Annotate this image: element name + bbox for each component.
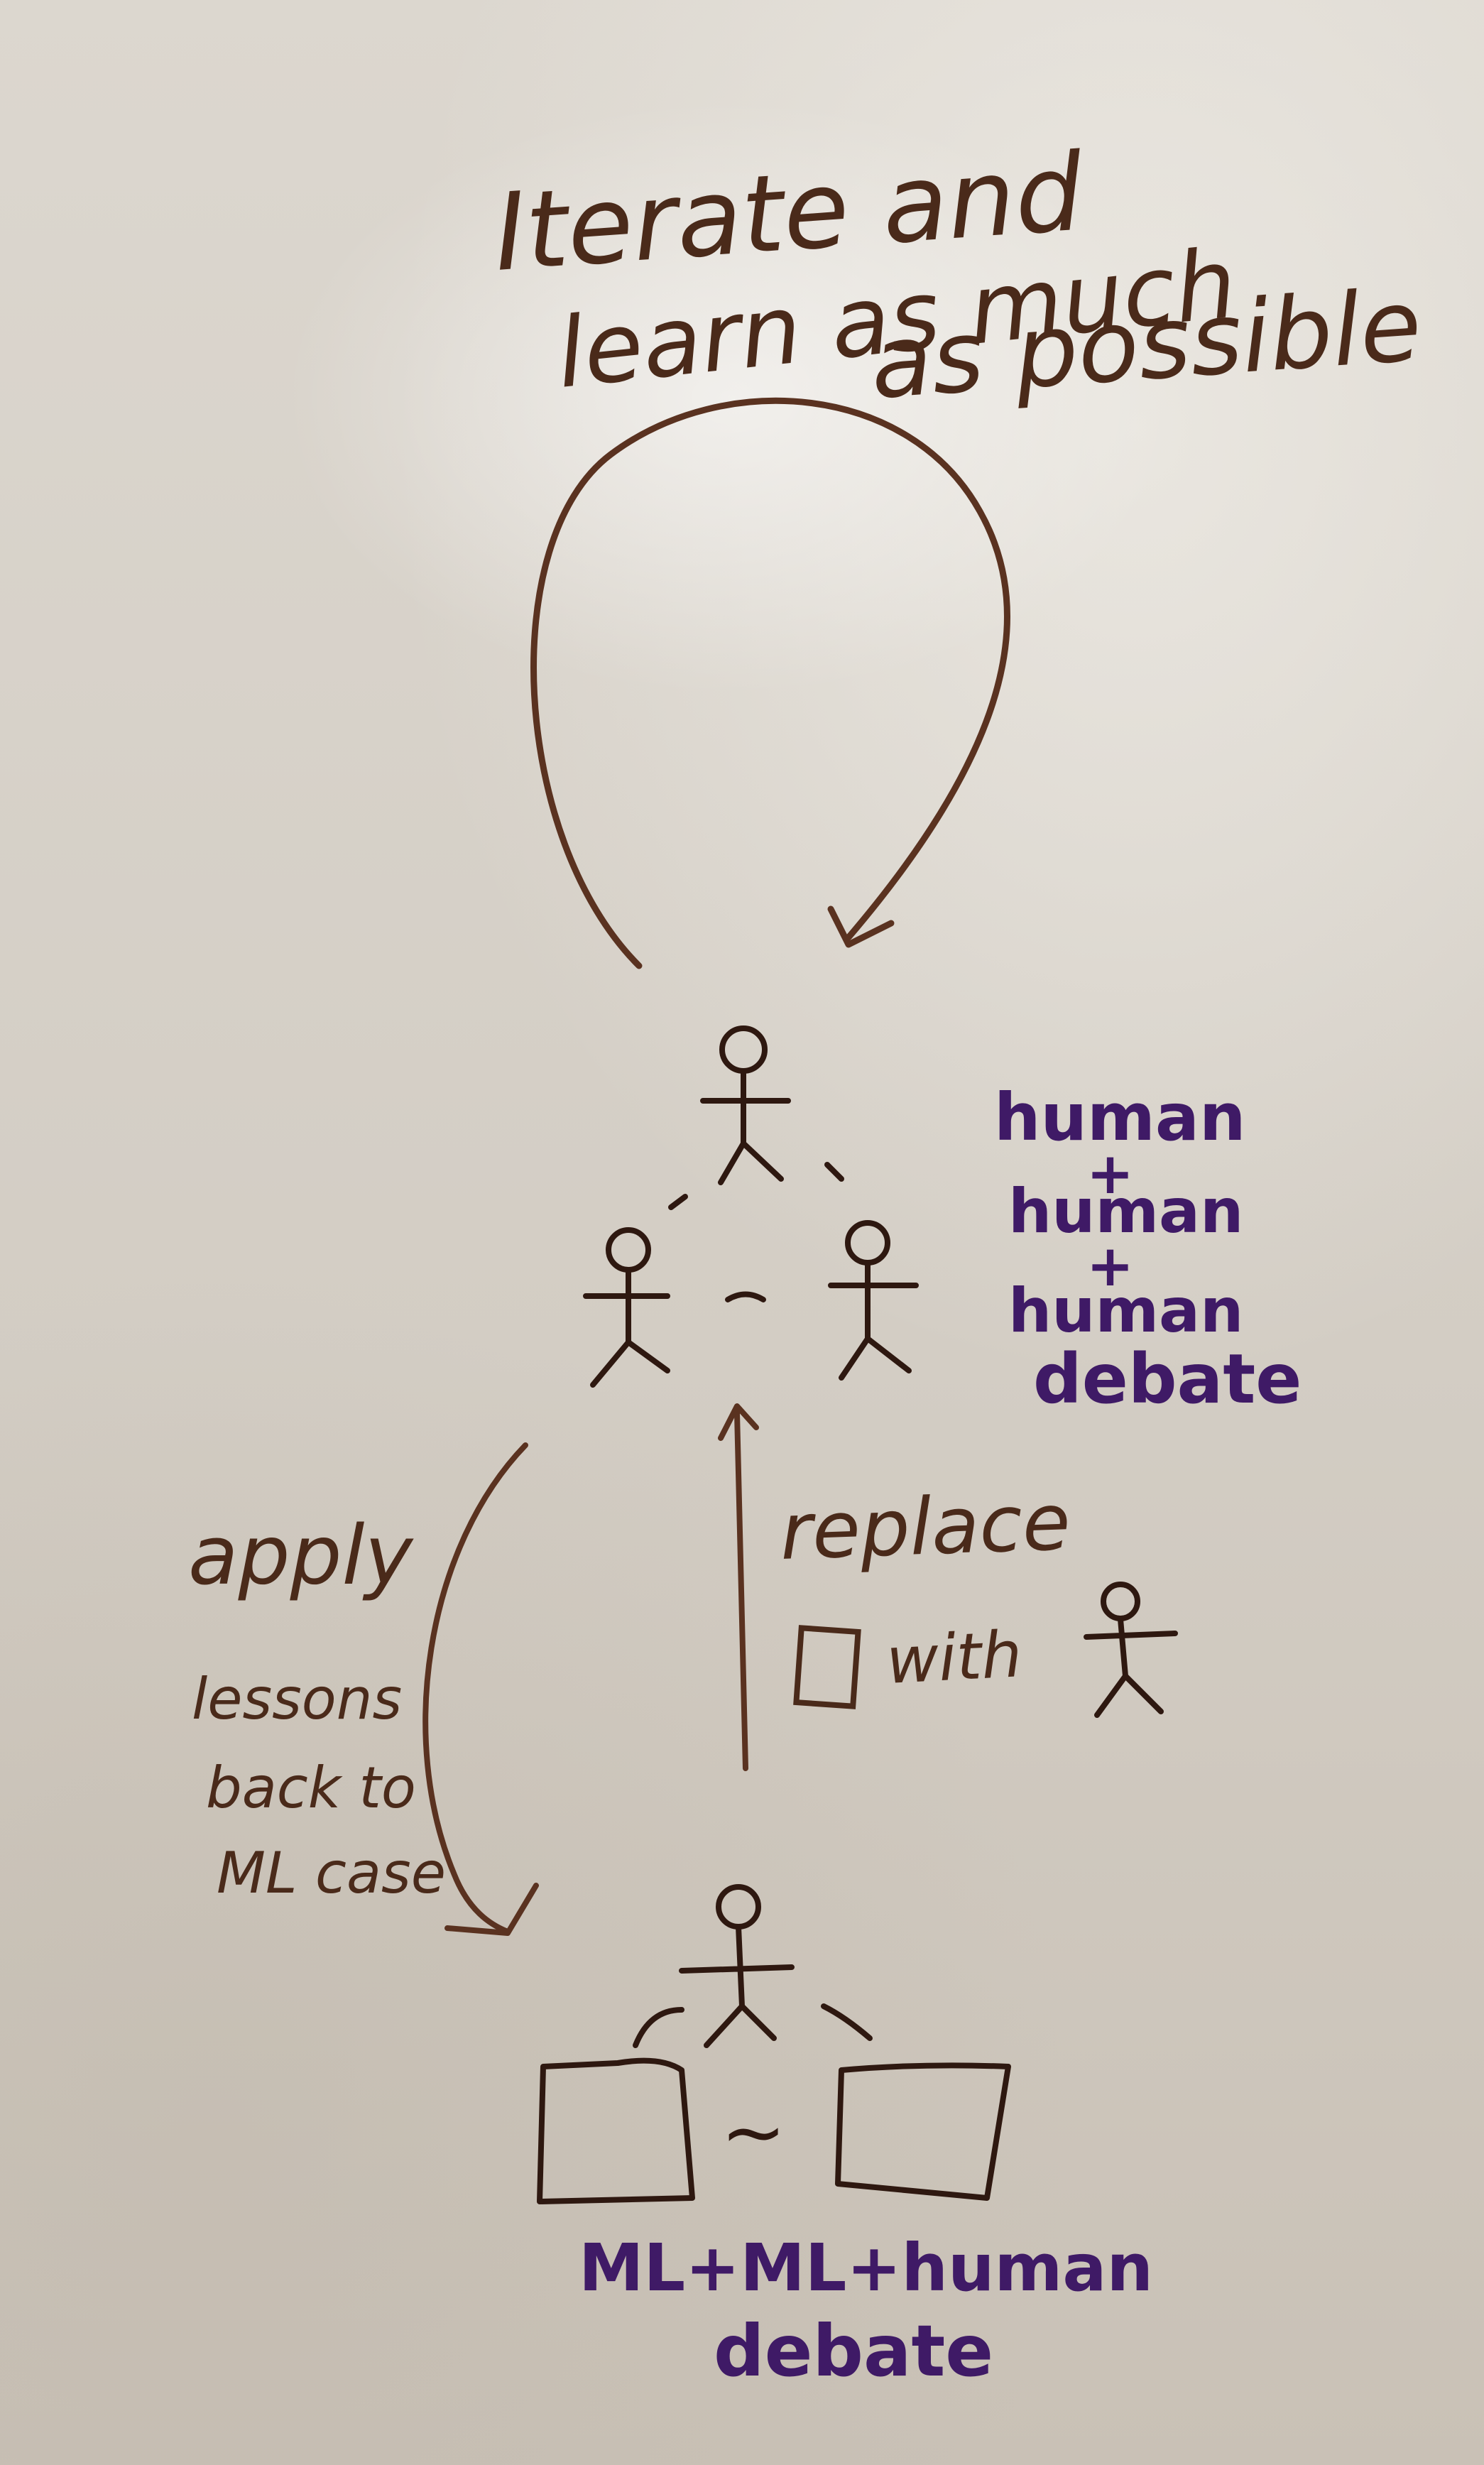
debate-label: debate bbox=[1033, 1339, 1302, 1419]
human-debate-figures bbox=[583, 1025, 919, 1388]
connector-dash-right bbox=[824, 1162, 844, 1182]
human-debate-label: human + human + human debate bbox=[994, 1079, 1302, 1419]
stick-figure-right-debater-icon bbox=[828, 1220, 919, 1381]
apply-label: apply lessons back to ML case bbox=[188, 1508, 446, 1906]
with-text: with bbox=[885, 1617, 1024, 1699]
apply-text: apply bbox=[188, 1508, 414, 1604]
apply-arrow-curve bbox=[422, 1442, 528, 1935]
stick-figure-left-debater-icon bbox=[583, 1227, 670, 1388]
plus-label-2: + bbox=[1086, 1233, 1134, 1299]
connector-dash-left bbox=[668, 1194, 688, 1210]
ml-box-small-icon bbox=[793, 1625, 861, 1709]
apply-arrow bbox=[422, 1442, 539, 1936]
plus-label-1: + bbox=[1086, 1141, 1134, 1207]
connector-arc-left bbox=[633, 2007, 684, 2048]
iteration-loop-arrow bbox=[530, 397, 1011, 969]
ml-box-right-icon bbox=[835, 2062, 1011, 2201]
stick-figure-replacement-icon bbox=[1084, 1582, 1178, 1718]
replace-arrow bbox=[718, 1403, 759, 1771]
ml-debate-label: ML+ML+human debate bbox=[579, 2230, 1153, 2393]
replace-label: replace with bbox=[778, 1476, 1178, 1718]
loop-title: Iterate and learn as much as possible bbox=[490, 131, 1425, 422]
stick-figure-human-judge-icon bbox=[679, 1884, 795, 2048]
ml-debate-tilde: ~ bbox=[721, 2086, 786, 2177]
ml-debate-text: debate bbox=[714, 2309, 993, 2393]
loop-curve bbox=[530, 397, 1011, 969]
replace-arrow-head bbox=[718, 1403, 759, 1441]
lessons-text: lessons bbox=[192, 1666, 402, 1732]
apply-arrow-head bbox=[444, 1883, 539, 1936]
debate-dash bbox=[725, 1291, 766, 1302]
human-label-2: human bbox=[1008, 1176, 1243, 1247]
human-label-3: human bbox=[1008, 1275, 1243, 1346]
ml-debate-diagram: ~ bbox=[537, 1884, 1011, 2204]
replace-arrow-shaft bbox=[734, 1410, 748, 1771]
back-to-text: back to bbox=[206, 1755, 416, 1821]
stick-figure-judge-icon bbox=[700, 1025, 791, 1185]
loop-arrowhead bbox=[827, 905, 895, 948]
ml-box-left-icon bbox=[537, 2057, 695, 2204]
ml-case-text: ML case bbox=[217, 1840, 446, 1906]
replace-text: replace bbox=[778, 1476, 1071, 1577]
human-label-1: human bbox=[994, 1079, 1245, 1155]
connector-arc-right bbox=[821, 2003, 873, 2041]
ml-ml-human-text: ML+ML+human bbox=[579, 2230, 1153, 2306]
